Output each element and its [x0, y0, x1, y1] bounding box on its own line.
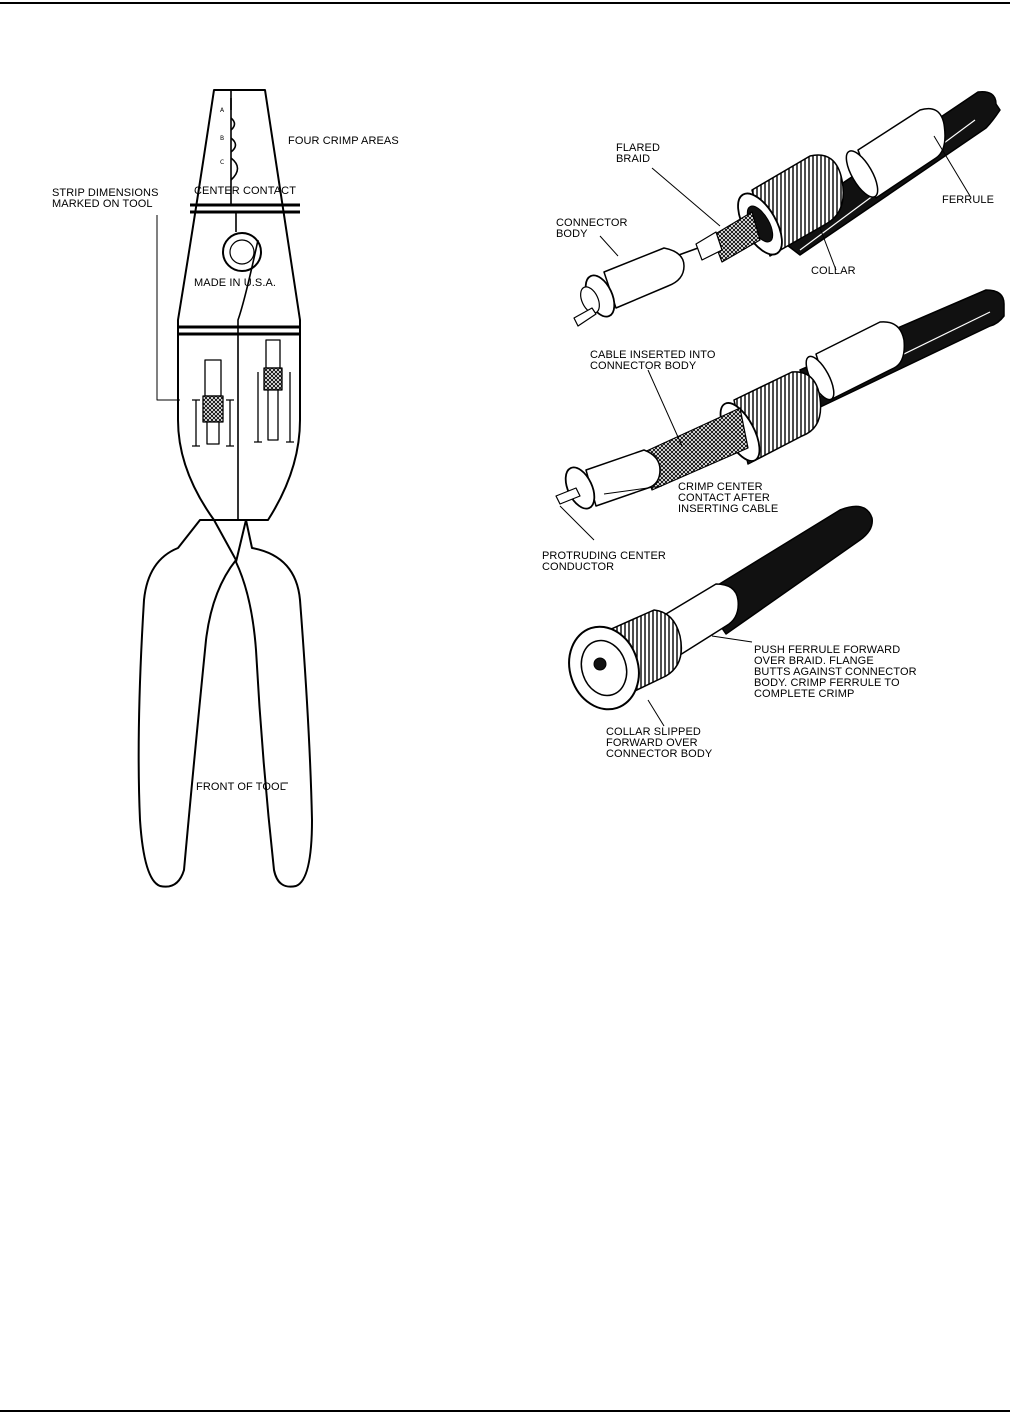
tool-jaws — [177, 89, 301, 521]
label-line: FORWARD OVER — [606, 737, 698, 749]
label-collar-slipped: COLLAR SLIPPED FORWARD OVER CONNECTOR BO… — [606, 727, 712, 760]
label-crimp-center-contact: CRIMP CENTER CONTACT AFTER INSERTING CAB… — [678, 482, 778, 515]
label-line: OVER BRAID. FLANGE — [754, 655, 874, 667]
label-line: CRIMP CENTER — [678, 481, 763, 493]
label-center-contact: CENTER CONTACT — [194, 185, 297, 197]
label-cable-inserted: CABLE INSERTED INTO CONNECTOR BODY — [590, 350, 716, 372]
label-line: COMPLETE CRIMP — [754, 688, 855, 700]
label-line: FLARED — [616, 142, 660, 154]
label-line: COLLAR SLIPPED — [606, 726, 701, 738]
label-ferrule: FERRULE — [942, 194, 995, 206]
label-front-of-tool: FRONT OF TOOL — [196, 781, 286, 793]
ferrule-2 — [815, 321, 906, 401]
bottom-rule — [0, 1410, 1010, 1412]
label-protruding-center-conductor: PROTRUDING CENTER CONDUCTOR — [542, 551, 666, 573]
pivot-band-lower — [178, 325, 300, 336]
die-letter-b: B — [220, 135, 225, 142]
label-line: PROTRUDING CENTER — [542, 550, 666, 562]
label-push-ferrule: PUSH FERRULE FORWARD OVER BRAID. FLANGE … — [754, 645, 917, 700]
pivot-band-upper — [190, 203, 300, 214]
label-connector-body: CONNECTOR BODY — [556, 218, 628, 240]
label-line: STRIP DIMENSIONS — [52, 187, 159, 199]
label-strip-dimensions: STRIP DIMENSIONS MARKED ON TOOL — [52, 188, 159, 210]
leader-lines — [559, 135, 971, 727]
label-line: CONNECTOR BODY — [590, 360, 697, 372]
center-conductor-2 — [555, 487, 581, 505]
label-line: CABLE INSERTED INTO — [590, 349, 716, 361]
connector-body-1 — [603, 247, 685, 309]
label-line: CONNECTOR BODY — [606, 748, 713, 760]
connector-body-2 — [585, 449, 661, 507]
label-line: BUTTS AGAINST CONNECTOR — [754, 666, 917, 678]
label-line: PUSH FERRULE FORWARD — [754, 644, 901, 656]
pivot-nut — [222, 232, 262, 272]
label-line: CONTACT AFTER — [678, 492, 770, 504]
die-letter-c: C — [220, 159, 225, 166]
assembly-exploded — [573, 91, 1001, 327]
top-rule — [0, 2, 1010, 4]
label-made-in-usa: MADE IN U.S.A. — [194, 277, 277, 289]
cable-jacket-3 — [699, 505, 873, 635]
label-line: MARKED ON TOOL — [52, 198, 153, 210]
label-flared-braid: FLARED BRAID — [616, 143, 660, 165]
assembly-inserted — [555, 289, 1005, 510]
die-letter-a: A — [220, 107, 225, 114]
label-four-crimp-areas: FOUR CRIMP AREAS — [288, 135, 399, 147]
label-line: BRAID — [616, 153, 651, 165]
label-collar: COLLAR — [811, 265, 856, 277]
label-line: CONNECTOR — [556, 217, 628, 229]
flared-braid — [711, 211, 761, 263]
strip-gauge-right — [254, 339, 294, 443]
ferrule-1 — [857, 107, 946, 199]
label-line: INSERTING CABLE — [678, 503, 779, 515]
label-line: BODY. CRIMP FERRULE TO — [754, 677, 900, 689]
strip-dimensions-leader — [156, 215, 180, 401]
crimp-tool — [137, 89, 313, 888]
left-handle — [137, 519, 237, 888]
assembly-complete — [568, 505, 873, 711]
label-line: BODY — [556, 228, 588, 240]
label-line: CONDUCTOR — [542, 561, 615, 573]
right-handle — [235, 519, 313, 888]
strip-gauge-left — [192, 359, 234, 447]
